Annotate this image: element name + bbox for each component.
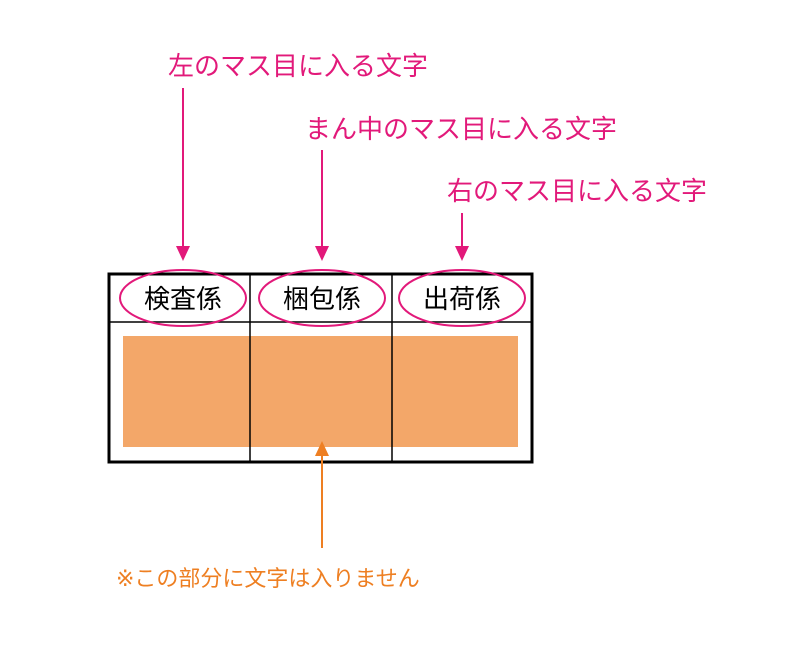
header-cell-right: 出荷係 (423, 285, 501, 315)
blank-area-block (123, 336, 518, 447)
header-cell-middle: 梱包係 (283, 285, 361, 315)
left-arrow (176, 88, 190, 261)
middle-arrow (315, 150, 329, 261)
left-cell-label: 左のマス目に入る文字 (168, 52, 428, 82)
bottom-note: ※この部分に文字は入りません (116, 567, 420, 592)
right-arrow (455, 213, 469, 261)
right-cell-label: 右のマス目に入る文字 (447, 177, 707, 207)
table-border (107, 272, 534, 464)
left-cell-ellipse (119, 269, 247, 327)
bottom-arrow (315, 441, 329, 548)
right-cell-ellipse (398, 269, 526, 327)
table (107, 272, 534, 464)
middle-cell-ellipse (258, 269, 386, 327)
header-cell-left: 検査係 (144, 285, 222, 315)
middle-cell-label: まん中のマス目に入る文字 (305, 115, 617, 145)
